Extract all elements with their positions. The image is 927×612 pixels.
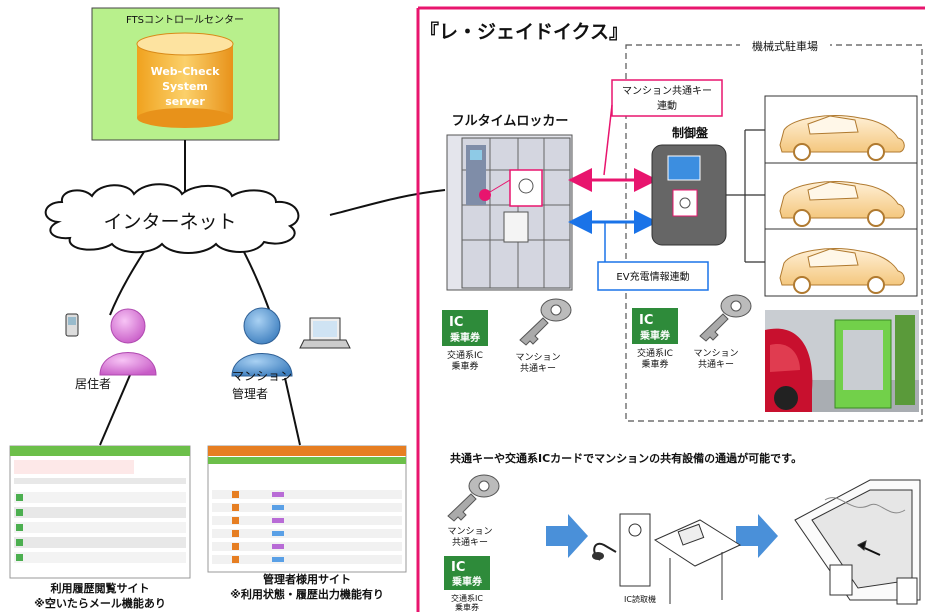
key-link-box [611,79,723,117]
key-caption-line2: 共通キー [698,359,734,370]
ic-badge-top: IC [451,560,465,575]
ic-card-badge: IC 乗車券 [444,556,490,590]
key-caption-line2: 共通キー [520,363,556,374]
manager-person-icon [231,307,293,377]
key-icon [519,298,572,346]
resident-label: 居住者 [75,377,111,391]
controller-label: 制御盤 [672,125,709,140]
key-caption-line1: マンション [515,353,560,363]
car-icon [779,248,905,294]
manager-label-line1: マンション [232,369,292,383]
resident-site-caption-line1: 利用履歴閲覧サイト [51,581,150,595]
ic-card-caption-line1: 交通系IC [637,347,673,359]
server-label-line1: Web-Check [151,65,221,78]
server-label-line3: server [165,95,205,108]
ic-card-caption-line1: 交通系IC [447,349,483,361]
ic-card-caption-line2: 乗車券 [455,602,479,612]
right-title: 『レ・ジェイドイクス』 [420,21,628,43]
ic-badge-top: IC [639,313,653,328]
ic-card-badge: IC 乗車券 [442,310,488,346]
key-link-line1: マンション共通キー [622,85,712,97]
ic-badge-top: IC [449,315,463,330]
manager-site-caption-line1: 管理者様用サイト [263,572,351,586]
ic-badge-bottom: 乗車券 [451,575,483,588]
reader-caption: IC読取機 [624,594,656,604]
flow-arrow-icon [736,514,778,558]
flow-arrow-icon [546,514,588,558]
control-panel-icon [651,144,727,246]
key-icon [699,294,752,342]
ic-card-badge: IC 乗車券 [632,308,678,344]
car-icon [779,181,905,227]
resident-site-caption-line2: ※空いたらメール機能あり [34,596,166,610]
control-center-title: FTSコントロールセンター [126,14,244,26]
ev-link-box [597,261,709,291]
ic-card-caption-line2: 乗車券 [641,358,668,370]
ev-link-label: EV充電情報連動 [616,270,689,283]
server-icon [136,32,234,128]
ic-card-caption-line2: 乗車券 [451,360,478,372]
resident-site-screenshot [9,445,191,579]
parking-label: 機械式駐車場 [752,39,818,53]
ic-badge-bottom: 乗車券 [449,331,481,344]
manager-site-screenshot [207,445,407,573]
key-caption-line2: 共通キー [452,537,488,548]
right-panel-border [416,6,925,612]
server-label-line2: System [162,80,208,93]
locker-label: フルタイムロッカー [452,114,569,129]
ic-badge-bottom: 乗車券 [639,329,671,342]
car-icon [779,115,905,161]
ev-charger-photo [765,310,919,412]
laptop-icon [299,317,351,349]
ic-reader-illustration [592,513,742,604]
key-caption-line1: マンション [447,527,492,537]
locker-illustration [446,134,573,291]
internet-label: インターネット [103,211,236,233]
controller-car-lines [726,129,765,263]
ic-card-caption-line1: 交通系IC [451,593,483,603]
key-icon [447,474,500,522]
manager-label-line2: 管理者 [232,386,268,401]
key-link-line2: 連動 [657,99,677,112]
manager-site-caption-line2: ※利用状態・履歴出力機能有り [230,587,384,601]
resident-person-icon [99,308,157,376]
bottom-caption: 共通キーや交通系ICカードでマンションの共有設備の通過が可能です。 [450,451,802,465]
mobile-phone-icon [65,313,79,337]
internet-cloud-icon [44,183,300,254]
gate-room-illustration [794,479,921,605]
key-caption-line1: マンション [693,349,738,359]
